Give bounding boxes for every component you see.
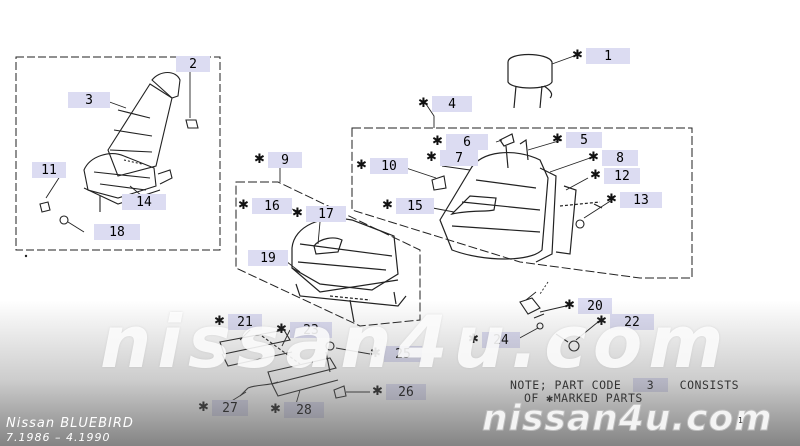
watermark-center: nissan4u.com <box>100 300 730 384</box>
model-caption: Nissan BLUEBIRD <box>6 416 134 431</box>
callout-mark-28: ✱ <box>270 402 281 417</box>
callout-17: 17 <box>306 206 346 222</box>
callout-mark-6: ✱ <box>432 134 443 149</box>
callout-27: 27 <box>212 400 248 416</box>
callout-16: 16 <box>252 198 292 214</box>
callout-3: 3 <box>68 92 110 108</box>
callout-mark-10: ✱ <box>356 158 367 173</box>
callout-mark-4: ✱ <box>418 96 429 111</box>
callout-18: 18 <box>94 224 140 240</box>
callout-mark-26: ✱ <box>372 384 383 399</box>
callout-2: 2 <box>176 56 210 72</box>
callout-28: 28 <box>284 402 324 418</box>
page-number: 1 <box>738 416 744 425</box>
callout-10: 10 <box>370 158 408 174</box>
callout-15: 15 <box>396 198 434 214</box>
dot-marker <box>24 254 28 258</box>
headrest <box>507 53 553 109</box>
callout-mark-17: ✱ <box>292 206 303 221</box>
callout-mark-1: ✱ <box>572 48 583 63</box>
callout-mark-7: ✱ <box>426 150 437 165</box>
callout-5: 5 <box>566 132 602 148</box>
callout-11: 11 <box>32 162 66 178</box>
callout-mark-16: ✱ <box>238 198 249 213</box>
callout-mark-5: ✱ <box>552 132 563 147</box>
callout-mark-13: ✱ <box>606 192 617 207</box>
callout-26: 26 <box>386 384 426 400</box>
callout-8: 8 <box>602 150 638 166</box>
callout-6: 6 <box>446 134 488 150</box>
callout-mark-8: ✱ <box>588 150 599 165</box>
callout-13: 13 <box>620 192 662 208</box>
callout-9: 9 <box>268 152 302 168</box>
callout-19: 19 <box>248 250 288 266</box>
callout-mark-12: ✱ <box>590 168 601 183</box>
callout-mark-27: ✱ <box>198 400 209 415</box>
callout-7: 7 <box>440 150 478 166</box>
callout-mark-15: ✱ <box>382 198 393 213</box>
callout-4: 4 <box>432 96 472 112</box>
seatback-frame <box>351 127 693 279</box>
watermark-logo: nissan4u.com <box>482 398 773 440</box>
years-caption: 7.1986 – 4.1990 <box>6 431 111 444</box>
callout-12: 12 <box>604 168 640 184</box>
callout-14: 14 <box>122 194 166 210</box>
overview-frame <box>15 56 221 251</box>
callout-1: 1 <box>586 48 630 64</box>
callout-mark-9: ✱ <box>254 152 265 167</box>
